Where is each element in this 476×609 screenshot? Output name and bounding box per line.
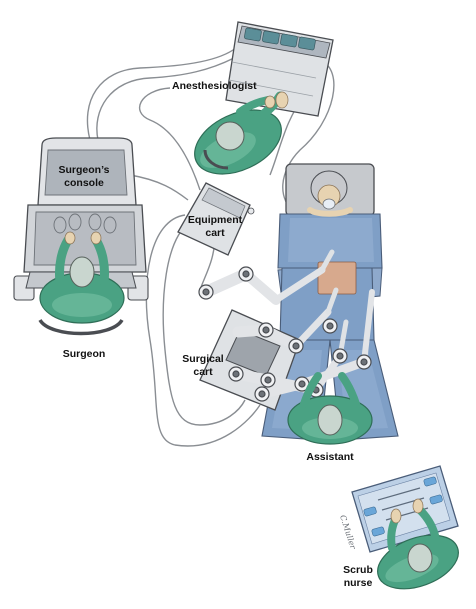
cable-equipment-floor-2 (162, 221, 246, 426)
surgeons-console-label-2: console (64, 177, 104, 189)
surgical-cart-label: Surgical (182, 353, 224, 365)
surgeon-figure (38, 231, 125, 336)
anesthesiologist-label: Anesthesiologist (172, 80, 257, 92)
cable-console-equipment (129, 174, 189, 201)
cables (86, 47, 335, 447)
scrub-nurse-label: Scrub (343, 564, 373, 576)
cable-console-anesthesia-2 (96, 57, 235, 141)
cable-console-anesthesia (86, 47, 237, 141)
surgeons-console-label: Surgeon’s (59, 164, 110, 176)
assistant-figure (287, 372, 373, 445)
cable-equipment-anesthesia (138, 87, 201, 191)
arm-joints (198, 266, 372, 402)
cable-equipment-floor-1 (145, 214, 261, 447)
assistant-label: Assistant (306, 451, 354, 463)
anesthesia-machine (225, 21, 334, 117)
cable-anesthesia-patient (282, 59, 335, 216)
surgical-cart-label-2: cart (193, 366, 213, 378)
patient-head (307, 170, 353, 217)
scrub-nurse-label-2: nurse (344, 577, 373, 589)
equipment-cart (177, 182, 255, 256)
anesthesiologist-figure (194, 91, 289, 175)
surgeon-label: Surgeon (63, 348, 106, 360)
artist-signature: C.Muller (338, 514, 358, 552)
scrub-nurse-figure (377, 498, 459, 590)
equipment-cart-label: Equipment (188, 214, 243, 226)
equipment-cart-label-2: cart (205, 227, 225, 239)
